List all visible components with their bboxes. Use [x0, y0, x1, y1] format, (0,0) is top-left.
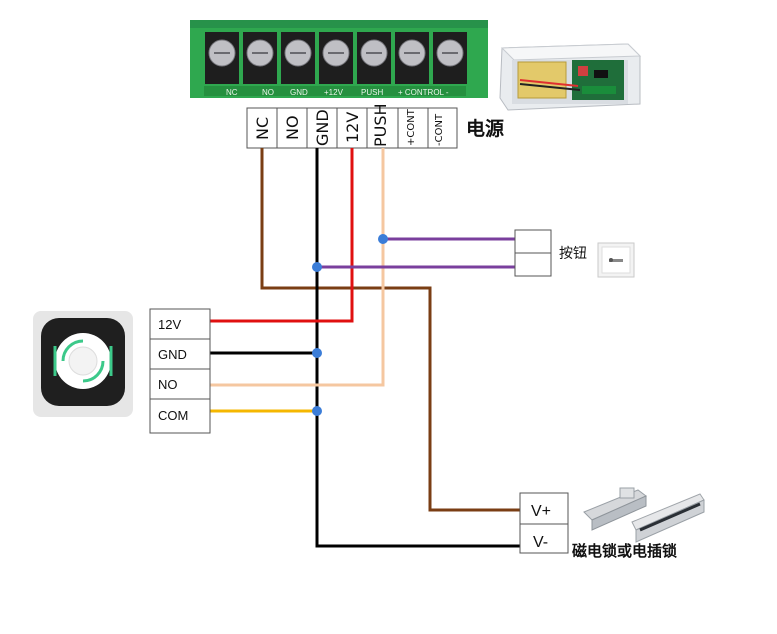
wires	[210, 148, 520, 548]
board-label-no: NO	[262, 88, 274, 97]
node-push-button	[378, 234, 388, 244]
ps-terminal-push: PUSH	[371, 103, 390, 147]
lock-terminal-vminus: V-	[533, 534, 548, 551]
power-supply-terminals: NC NO GND 12V PUSH +CONT -CONT	[246, 103, 458, 149]
wire-push-to-reader-no	[210, 148, 385, 387]
wire-12v-to-reader	[210, 148, 354, 323]
node-gnd-com	[312, 406, 322, 416]
wire-nc-to-lock-vplus	[260, 148, 520, 512]
ps-terminal-no: NO	[283, 115, 302, 140]
board-label-control: + CONTROL -	[398, 88, 449, 97]
ps-terminal-cont-minus: -CONT	[434, 113, 445, 146]
node-gnd-reader	[312, 348, 322, 358]
terminal-block-image: NC NO GND +12V PUSH + CONTROL -	[190, 20, 488, 98]
exit-button-image	[597, 242, 635, 278]
reader-terminal-gnd: GND	[158, 347, 187, 362]
power-supply-title: 电源	[466, 117, 504, 140]
wire-gnd-to-lock-vminus	[315, 148, 520, 548]
lock-label: 磁电锁或电插锁	[572, 542, 677, 560]
power-supply-image	[499, 43, 642, 111]
ps-terminal-gnd: GND	[313, 109, 332, 146]
card-reader-image	[33, 311, 133, 417]
board-label-push: PUSH	[361, 88, 383, 97]
node-gnd-button	[312, 262, 322, 272]
reader-terminal-12v: 12V	[158, 317, 181, 332]
reader-terminal-no: NO	[158, 377, 178, 392]
lock-terminals: V+ V-	[519, 492, 569, 554]
ps-terminal-nc: NC	[253, 117, 272, 140]
ps-terminal-12v: 12V	[343, 112, 362, 143]
reader-terminals: 12V GND NO COM	[149, 308, 211, 434]
board-label-12v: +12V	[324, 88, 344, 97]
ps-terminal-cont-plus: +CONT	[406, 108, 417, 146]
reader-terminal-com: COM	[158, 408, 188, 423]
board-label-nc: NC	[226, 88, 238, 97]
lock-image	[583, 487, 705, 543]
board-label-gnd: GND	[290, 88, 308, 97]
junction-nodes	[312, 234, 388, 416]
button-label: 按钮	[559, 246, 587, 262]
button-terminals	[514, 229, 552, 277]
lock-terminal-vplus: V+	[531, 503, 551, 520]
